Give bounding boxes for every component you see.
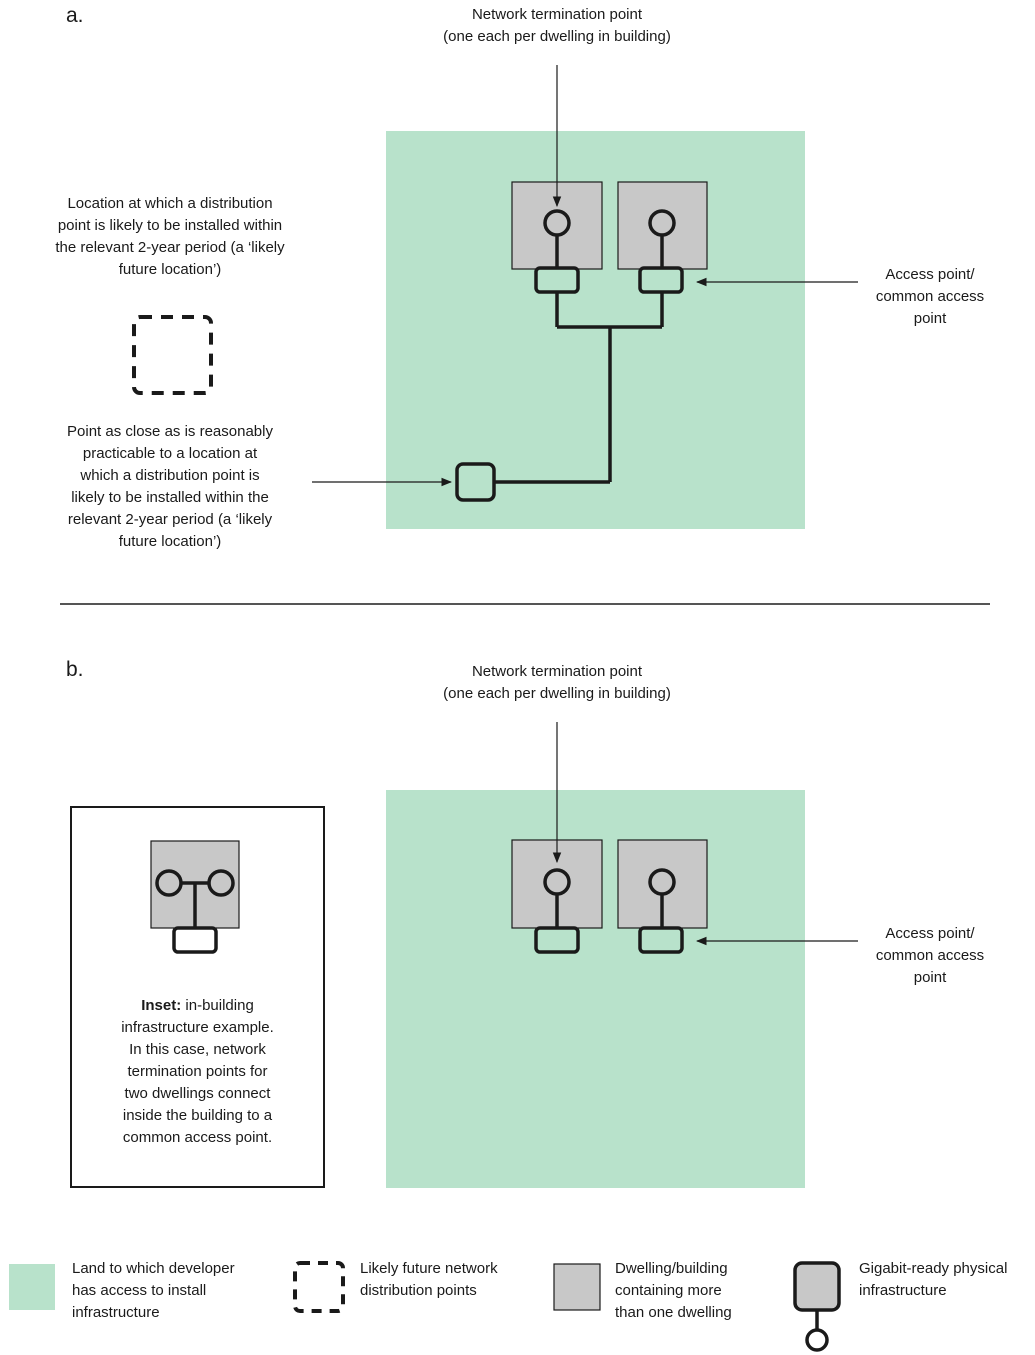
legend-land-swatch [9,1264,55,1310]
legend-dwelling-text: Dwelling/building containing more than o… [615,1260,732,1321]
legend-gigabit-swatch [793,1261,841,1352]
legend-future-dp-swatch [293,1261,345,1313]
likely-future-location-box [132,315,213,395]
gigabit-infrastructure-b [534,868,684,954]
inset-infrastructure [155,869,235,954]
access-point-label-b: Access point/ common access point [875,925,985,986]
access-point-b-1 [534,926,580,954]
legend-land-text: Land to which developer has access to in… [72,1260,235,1321]
access-point-b-2 [638,926,684,954]
gigabit-infrastructure-a [455,209,684,502]
likely-future-location-label: Location at which a distribution point i… [55,195,285,278]
close-point-node [455,462,496,502]
panel-a-label: a. [66,4,84,27]
ntp-label-a: Network termination point (one each per … [443,6,671,45]
legend-dwelling-swatch [553,1263,601,1311]
legend-gigabit-text: Gigabit-ready physical infrastructure [859,1260,1008,1299]
ntp-label-b: Network termination point (one each per … [443,663,671,702]
access-point-label-a: Access point/ common access point [875,266,985,327]
inset-bold-label: Inset: [141,997,182,1014]
inset-access-point [172,926,218,954]
inset-caption: Inset: in-building infrastructure exampl… [121,997,274,1146]
panel-b-label: b. [66,658,84,681]
close-point-label: Point as close as is reasonably practica… [67,423,273,550]
legend-future-dp-text: Likely future network distribution point… [360,1260,498,1299]
